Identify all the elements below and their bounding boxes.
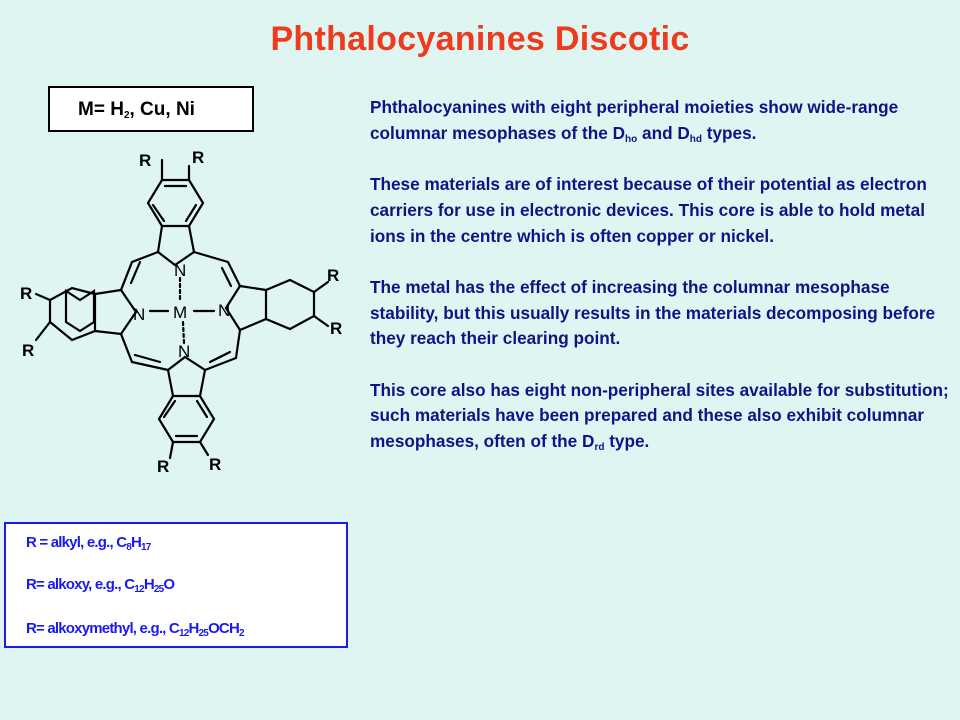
text-run: These materials are of interest because … [370, 174, 927, 246]
bottom-pyrrole [166, 355, 207, 398]
phthalocyanine-structure: N N N N M R R R R R R R R [20, 148, 342, 476]
metal-subscript: 2 [123, 110, 130, 121]
r-left-bottom: R [22, 341, 34, 360]
subscript: 17 [141, 542, 151, 553]
r-definition-alkoxymethyl: R= alkoxymethyl, e.g., C12H25OCH2 [26, 620, 245, 639]
r-top-right: R [192, 148, 204, 167]
n-top: N [174, 261, 186, 280]
r-bottom-left: R [157, 457, 169, 476]
top-pyrrole [156, 224, 196, 267]
paragraph-non-peripheral: This core also has eight non-peripheral … [370, 378, 958, 455]
r-left-top: R [20, 284, 32, 303]
text-run: type. [604, 431, 650, 452]
text-run: and D [637, 122, 690, 143]
slide-title: Phthalocyanines Discotic [270, 20, 690, 58]
subscript: 25 [198, 628, 209, 639]
r-right-top: R [327, 266, 339, 285]
text-run: O [163, 576, 175, 593]
paragraph-electron-carriers: These materials are of interest because … [370, 172, 958, 249]
metal-center: M [173, 303, 187, 322]
text-run: Phthalocyanines with eight peripheral mo… [370, 97, 899, 143]
n-bottom: N [178, 342, 190, 361]
subscript: 25 [153, 584, 164, 595]
r-top-left: R [139, 151, 151, 170]
text-run: types. [701, 122, 757, 143]
text-run: H [188, 620, 199, 637]
n-left: N [133, 305, 145, 324]
metal-suffix: , Cu, Ni [129, 99, 195, 120]
left-pyrrole [93, 288, 138, 336]
paragraph-mesophases: Phthalocyanines with eight peripheral mo… [370, 95, 958, 146]
text-run: The metal has the effect of increasing t… [370, 276, 936, 349]
text-run: This core also has eight non-peripheral … [370, 379, 949, 452]
left-benzene-ring [64, 288, 96, 333]
n-right: N [218, 301, 230, 320]
r-definition-alkoxy: R= alkoxy, e.g., C12H25O [26, 576, 175, 595]
subscript: hd [689, 133, 702, 145]
text-run: OCH [208, 620, 240, 637]
paragraph-metal-effect: The metal has the effect of increasing t… [370, 275, 958, 352]
subscript: 12 [178, 628, 189, 639]
right-pyrrole [224, 284, 268, 332]
subscript: 8 [126, 542, 132, 553]
r-bottom-right: R [209, 455, 221, 474]
subscript: rd [594, 442, 605, 454]
description-text: Phthalocyanines with eight peripheral mo… [370, 95, 958, 480]
r-right-bottom: R [330, 319, 342, 338]
metal-prefix: M= H [78, 99, 124, 120]
metal-options-box: M= H2, Cu, Ni [48, 86, 254, 132]
text-run: H [143, 576, 155, 593]
subscript: 2 [239, 628, 245, 639]
r-definitions-box: R = alkyl, e.g., C8H17 R= alkoxy, e.g., … [4, 522, 348, 648]
r-definition-alkyl: R = alkyl, e.g., C8H17 [26, 534, 151, 553]
text-run: H [131, 534, 142, 551]
subscript: 12 [134, 584, 144, 595]
right-benzene-ring [264, 278, 316, 331]
subscript: ho [625, 133, 638, 145]
